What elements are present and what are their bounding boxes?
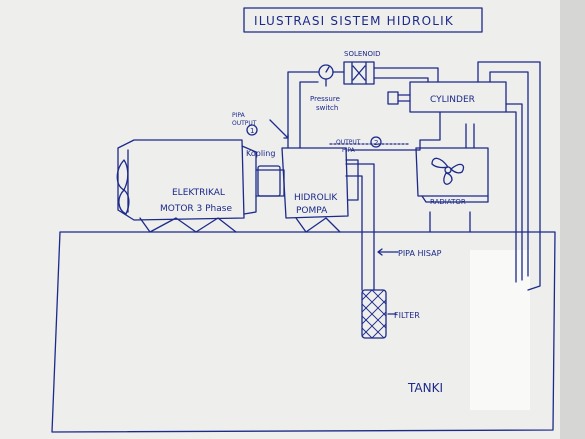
coupling <box>257 165 281 197</box>
electric-motor <box>116 139 285 233</box>
tanki-label: TANKI <box>407 381 443 395</box>
marker-2: 2 <box>374 139 378 147</box>
paper-shadow-right <box>560 0 585 439</box>
pressure-switch-line1: Pressure <box>310 95 340 103</box>
pipa-hisap-label: PIPA HISAP <box>398 249 442 258</box>
pipa-output-arrow <box>269 119 289 139</box>
solenoid-label: SOLENOID <box>344 50 380 58</box>
marker-1: 1 <box>250 127 254 135</box>
radiator <box>415 123 489 233</box>
marker-2-circle <box>370 136 382 148</box>
motor-label-line2: MOTOR 3 Phase <box>160 204 232 214</box>
solenoid-to-cylinder-line <box>373 67 439 83</box>
filter <box>361 289 387 339</box>
output-pipa-2-line2: PIPA <box>342 147 356 154</box>
pipa-output-1-line1: PIPA <box>232 112 246 119</box>
output-pipe-1 <box>287 71 319 149</box>
output-pipe-2 <box>347 111 441 151</box>
cylinder-label: CYLINDER <box>430 95 475 105</box>
radiator-label: RADIATOR <box>430 198 466 206</box>
pompa-label-line2: POMPA <box>296 206 328 216</box>
filter-label: FILTER <box>394 311 420 320</box>
tank-shadow-patch <box>470 250 530 410</box>
return-pipe-inner <box>505 103 523 283</box>
hydraulic-cylinder <box>387 81 507 113</box>
return-pipe-outer <box>477 61 541 291</box>
title-box <box>243 7 483 33</box>
tank-outline <box>51 231 556 433</box>
solenoid-valve <box>343 61 375 85</box>
pipa-output-1-line2: OUTPUT <box>232 120 257 127</box>
pipa-hisap-arrow <box>377 248 399 256</box>
diagram-title: ILUSTRASI SISTEM HIDROLIK <box>254 14 454 28</box>
suction-pipe <box>345 163 375 291</box>
motor-label-line1: ELEKTRIKAL <box>172 188 225 198</box>
output-pipa-2-line1: OUTPUT <box>336 139 361 146</box>
hydraulic-pump <box>281 147 359 233</box>
pompa-label-line1: HIDROLIK <box>294 193 338 203</box>
marker-1-circle <box>246 124 258 136</box>
kopling-label: Kopling <box>246 149 275 158</box>
filter-hatch <box>361 289 387 339</box>
pressure-switch-line2: switch <box>316 104 338 112</box>
